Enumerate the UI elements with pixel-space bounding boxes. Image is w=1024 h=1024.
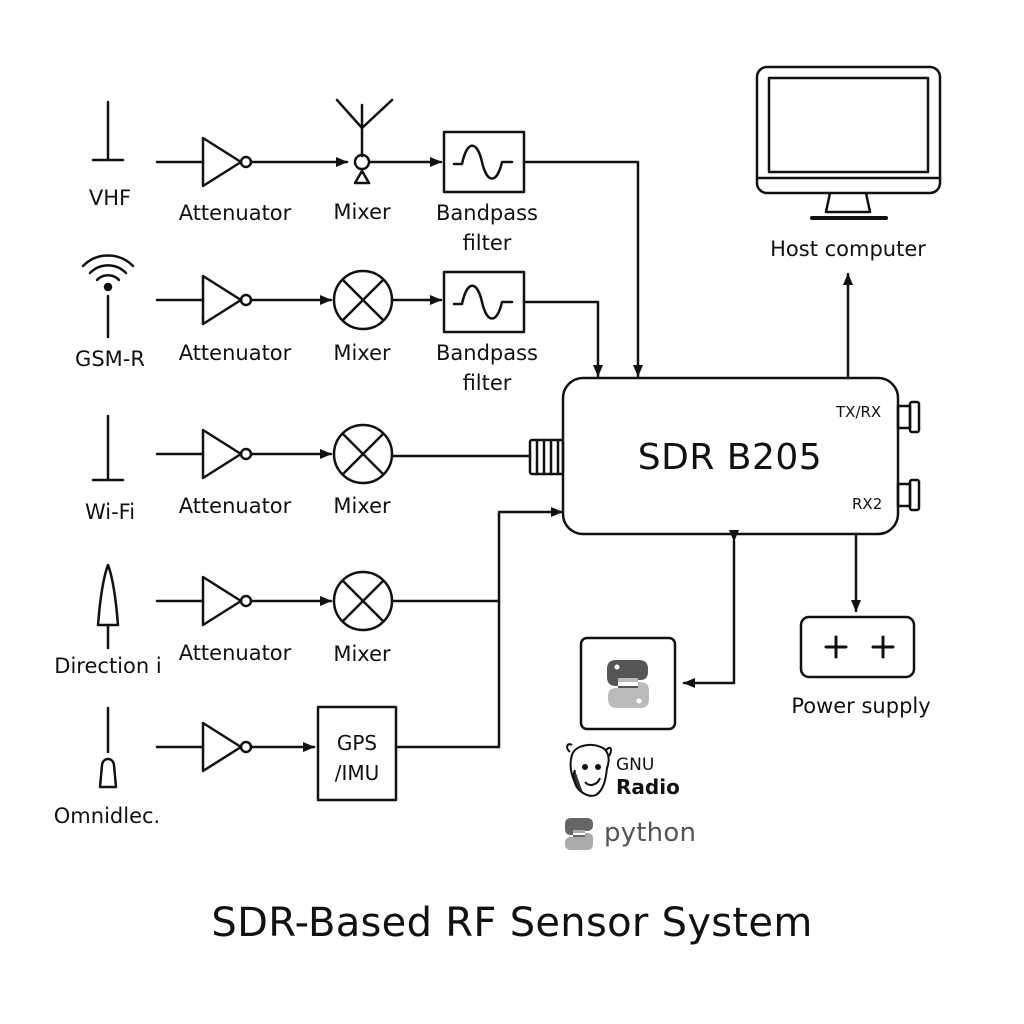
antenna-label-direction: Direction i [54, 654, 162, 678]
wire [522, 160, 643, 378]
attenuator-icon [201, 428, 253, 480]
python-wordmark: python [604, 818, 697, 848]
attenuator-label: Attenuator [178, 641, 292, 665]
mixer-label: Mixer [333, 200, 391, 224]
rx2-port-icon [896, 478, 921, 512]
wifi-antenna-icon [91, 414, 125, 482]
gps-imu-label: GPS /IMU [335, 728, 380, 788]
directional-antenna-icon [96, 563, 120, 650]
attenuator-icon [201, 274, 253, 326]
bandpass-line1: Bandpass [436, 201, 538, 225]
bandpass-line1: Bandpass [436, 341, 538, 365]
amplifier-icon [201, 721, 253, 773]
gnu-radio-wordmark: GNU Radio [616, 754, 680, 798]
mixer-antenna-icon [335, 98, 394, 185]
attenuator-icon [201, 575, 253, 627]
gps-imu-box [316, 705, 398, 802]
bandpass-filter-label: Bandpass filter [436, 198, 538, 258]
omni-antenna-icon [98, 706, 118, 789]
sdr-name: SDR B205 [637, 437, 823, 478]
port-label-rx2: RX2 [852, 495, 883, 513]
mixer-label: Mixer [333, 494, 391, 518]
bandpass-filter-icon [442, 130, 526, 194]
gnu-radio-logo-icon [566, 743, 612, 797]
antenna-label-gsm-r: GSM-R [75, 347, 145, 371]
gnu-line2: Radio [616, 775, 680, 799]
antenna-label-omni: Omnidlec. [53, 804, 161, 828]
plus-icons [824, 635, 895, 659]
wire [522, 300, 603, 378]
mixer-label: Mixer [333, 341, 391, 365]
mixer-icon [332, 570, 394, 632]
monitor-icon [755, 65, 942, 220]
python-tile [579, 636, 677, 731]
vhf-antenna-icon [91, 100, 125, 162]
python-small-logo-icon [565, 818, 593, 850]
mixer-label: Mixer [333, 642, 391, 666]
bandpass-line2: filter [462, 231, 512, 255]
gps-line2: /IMU [334, 761, 380, 785]
gps-line1: GPS [336, 731, 378, 755]
mixer-icon [332, 423, 394, 485]
power-supply-box [799, 615, 916, 679]
python-logo-icon [607, 660, 649, 708]
attenuator-label: Attenuator [178, 494, 292, 518]
attenuator-label: Attenuator [178, 341, 292, 365]
sma-connector-icon [528, 438, 565, 476]
page-title: SDR-Based RF Sensor System [211, 900, 813, 946]
bandpass-filter-icon [442, 270, 526, 334]
bandpass-line2: filter [462, 371, 512, 395]
txrx-port-icon [896, 400, 921, 434]
wire [394, 507, 564, 749]
bandpass-filter-label: Bandpass filter [436, 338, 538, 398]
power-supply-label: Power supply [791, 694, 931, 718]
attenuator-icon [201, 136, 253, 188]
antenna-label-vhf: VHF [88, 186, 132, 210]
mixer-icon [332, 269, 394, 331]
attenuator-label: Attenuator [178, 201, 292, 225]
wire [682, 530, 739, 688]
gnu-line1: GNU [616, 755, 655, 775]
antenna-label-wifi: Wi-Fi [84, 500, 136, 524]
host-computer-label: Host computer [770, 237, 926, 261]
port-label-txrx: TX/RX [836, 403, 882, 421]
gsm-r-antenna-icon [81, 254, 135, 339]
